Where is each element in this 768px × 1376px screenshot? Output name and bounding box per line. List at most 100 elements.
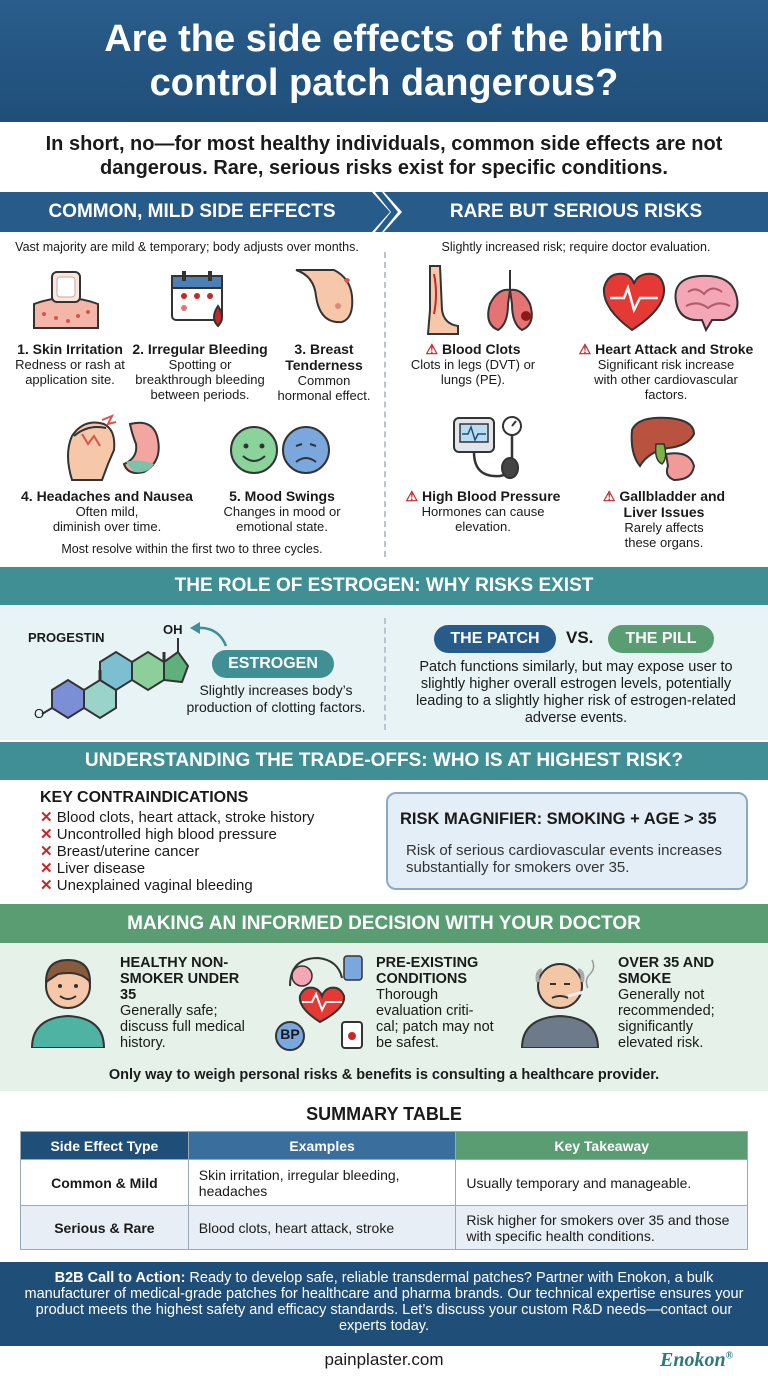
table-cell: Common & Mild: [20, 1159, 189, 1206]
common-item-title: 2. Irregular Bleeding: [132, 341, 268, 357]
summary-title: SUMMARY TABLE: [306, 1104, 462, 1124]
x-icon: ✕: [40, 860, 53, 877]
decision-panel: [0, 943, 768, 1091]
decision-heading-label: MAKING AN INFORMED DECISION WITH YOUR DO…: [127, 912, 641, 934]
common-item-title: 3. Breast Tenderness: [285, 341, 363, 373]
estrogen-label: ESTROGEN: [212, 650, 334, 678]
rare-item-blood-clots: ⚠ Blood Clots Clots in legs (DVT) or lun…: [398, 341, 548, 387]
common-heading: COMMON, MILD SIDE EFFECTS: [0, 192, 384, 232]
cta-banner: B2B Call to Action: Ready to develop saf…: [0, 1262, 768, 1346]
common-item-title: 5. Mood Swings: [229, 488, 335, 504]
page-title: Are the side effects of the birth contro…: [104, 18, 664, 104]
rare-item-title: High Blood Pressure: [421, 488, 561, 504]
common-item-headaches: 4. Headaches and Nausea Often mild, dimi…: [14, 488, 200, 534]
common-item-title: 4. Headaches and Nausea: [21, 488, 193, 504]
progestin-label: PROGESTIN: [28, 630, 105, 645]
warning-icon: ⚠: [425, 341, 439, 357]
legs-lungs-icon: [426, 265, 533, 335]
calendar-icon: [171, 271, 223, 328]
rare-item-desc: Rarely affects these organs.: [624, 520, 704, 550]
rare-item-heart-stroke: ⚠ Heart Attack and Stroke Significant ri…: [568, 341, 764, 402]
risk-magnifier-title: RISK MAGNIFIER: SMOKING + AGE > 35: [400, 810, 717, 828]
column-divider: [384, 252, 386, 557]
x-icon: ✕: [40, 809, 53, 826]
registered-mark: ®: [725, 1350, 734, 1362]
rare-subtitle: Slightly increased risk; require doctor …: [441, 240, 711, 254]
common-item-desc: Often mild, diminish over time.: [52, 504, 162, 534]
table-cell: Risk higher for smokers over 35 and thos…: [455, 1205, 748, 1250]
common-item-mood: 5. Mood Swings Changes in mood or emotio…: [212, 488, 352, 534]
common-item-desc: Redness or rash at application site.: [15, 357, 125, 387]
common-item-bleeding: 2. Irregular Bleeding Spotting or breakt…: [132, 341, 268, 402]
estrogen-heading-label: THE ROLE OF ESTROGEN: WHY RISKS EXIST: [174, 575, 594, 596]
summary-table: Side Effect Type Examples Key Takeaway C…: [20, 1131, 748, 1250]
intro-text: In short, no—for most healthy individual…: [45, 133, 723, 179]
brand-logo: Enokon®: [660, 1349, 733, 1372]
blood-pressure-monitor-icon: [453, 416, 522, 479]
profile-title: HEALTHY NON-SMOKER UNDER 35: [120, 955, 240, 1003]
contraindications-title: KEY CONTRAINDICATIONS: [40, 789, 249, 806]
warning-icon: ⚠: [602, 488, 616, 504]
risk-magnifier-desc: Risk of serious cardiovascular events in…: [406, 842, 722, 876]
cta-lead: B2B Call to Action:: [54, 1270, 186, 1286]
decision-heading: MAKING AN INFORMED DECISION WITH YOUR DO…: [0, 904, 768, 943]
warning-icon: ⚠: [405, 488, 419, 504]
brand-name: Enokon: [660, 1349, 726, 1371]
common-item-skin: 1. Skin Irritation Redness or rash at ap…: [6, 341, 134, 387]
table-header: Side Effect Type: [20, 1131, 189, 1160]
risk-magnifier-box: RISK MAGNIFIER: SMOKING + AGE > 35 Risk …: [386, 792, 748, 890]
list-item: ✕ Uncontrolled high blood pressure: [40, 826, 277, 843]
list-item: ✕ Blood clots, heart attack, stroke hist…: [40, 809, 315, 826]
rare-item-desc: Hormones can cause elevation.: [421, 504, 545, 534]
table-cell: Serious & Rare: [20, 1205, 189, 1250]
site-link[interactable]: painplaster.com: [324, 1350, 444, 1369]
patch-label: THE PATCH: [434, 625, 556, 653]
rare-item-blood-pressure: ⚠ High Blood Pressure Hormones can cause…: [398, 488, 568, 534]
conditions-cluster-icon: [275, 955, 363, 1051]
curved-arrow-icon: [190, 622, 228, 647]
x-icon: ✕: [40, 843, 53, 860]
oh-label: OH: [163, 622, 183, 637]
compare-desc: Patch functions similarly, but may expos…: [416, 659, 736, 726]
common-item-desc: Spotting or breakthrough bleeding betwee…: [135, 357, 265, 402]
chevron-right-icon: [372, 192, 402, 232]
common-footnote: Most resolve within the first two to thr…: [61, 542, 323, 556]
page-header: Are the side effects of the birth contro…: [0, 0, 768, 122]
mood-faces-icon: [230, 426, 330, 474]
contraindications-list: ✕ Blood clots, heart attack, stroke hist…: [40, 809, 314, 894]
estrogen-heading: THE ROLE OF ESTROGEN: WHY RISKS EXIST: [0, 567, 768, 605]
tradeoffs-heading-label: UNDERSTANDING THE TRADE-OFFS: WHO IS AT …: [84, 750, 684, 771]
table-cell: Usually temporary and manageable.: [455, 1159, 748, 1206]
liver-gallbladder-icon: [630, 416, 696, 482]
profile-title: PRE-EXISTING CONDITIONS: [376, 955, 479, 987]
rare-item-title: Blood Clots: [441, 341, 521, 357]
profile-over35-smoker: OVER 35 AND SMOKE Generally not recommen…: [618, 955, 728, 1051]
cta-text: Ready to develop safe, reliable transder…: [24, 1270, 744, 1334]
young-person-icon: [30, 958, 106, 1048]
o-label: O: [34, 706, 45, 721]
table-header: Examples: [187, 1131, 457, 1160]
rare-item-title: Gallbladder and Liver Issues: [619, 488, 726, 520]
list-item: ✕ Unexplained vaginal bleeding: [40, 877, 253, 894]
rare-item-gallbladder-liver: ⚠ Gallbladder and Liver Issues Rarely af…: [592, 488, 736, 550]
common-subtitle: Vast majority are mild & temporary; body…: [15, 240, 359, 254]
profile-desc: Generally safe; discuss full medical his…: [120, 1003, 245, 1051]
table-header-row: Side Effect Type Examples Key Takeaway: [20, 1131, 748, 1160]
x-icon: ✕: [40, 877, 53, 894]
common-heading-label: COMMON, MILD SIDE EFFECTS: [48, 201, 336, 222]
pill-label: THE PILL: [608, 625, 714, 653]
warning-icon: ⚠: [578, 341, 592, 357]
common-item-breast: 3. Breast Tenderness Common hormonal eff…: [274, 341, 374, 403]
list-item: ✕ Breast/uterine cancer: [40, 843, 200, 860]
profile-title: OVER 35 AND SMOKE: [618, 955, 715, 987]
rare-item-desc: Significant risk increase with other car…: [594, 357, 738, 402]
table-cell: Skin irritation, irregular bleeding, hea…: [187, 1159, 457, 1206]
steroid-molecule-icon: [41, 638, 190, 720]
common-item-desc: Changes in mood or emotional state.: [223, 504, 341, 534]
rare-heading-label: RARE BUT SERIOUS RISKS: [449, 201, 703, 222]
table-row: Serious & Rare Blood clots, heart attack…: [20, 1205, 748, 1250]
profile-desc: Generally not recommended; significantly…: [618, 987, 715, 1051]
heart-brain-icon: [602, 272, 739, 333]
vs-label: VS.: [566, 628, 594, 647]
rare-heading: RARE BUT SERIOUS RISKS: [384, 192, 768, 232]
